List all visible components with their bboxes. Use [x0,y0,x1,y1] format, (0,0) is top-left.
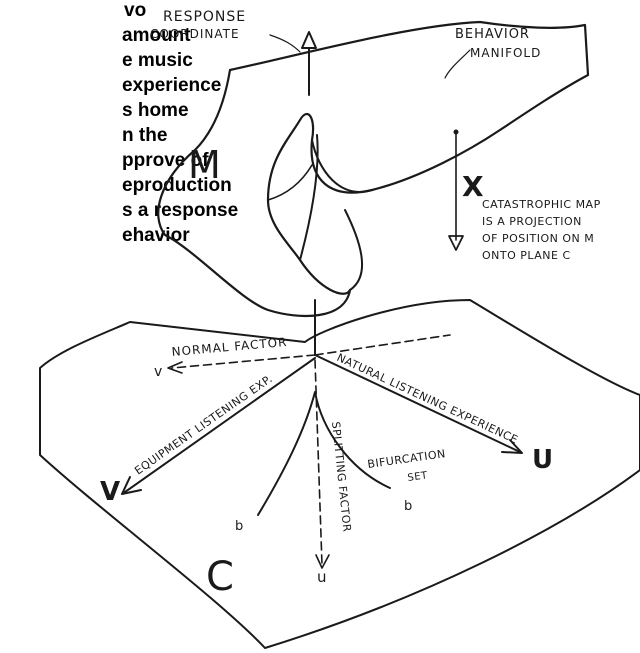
catastrophic-map-line-3: OF POSITION ON M [482,232,594,245]
equipment-listening-label: EQUIPMENT LISTENING EXP. [132,372,275,477]
response-arrowhead [301,31,317,49]
caption-line-6: n the [122,125,167,146]
caption-line-10: ehavior [122,225,190,246]
caption-line-9: s a response [122,200,238,221]
response-coordinate-label-1: RESPONSE [163,9,246,25]
behavior-leader [444,49,471,79]
caption-line-1: vo [124,0,146,21]
u-axis-label: U [532,445,553,475]
response-coordinate-label-2: COORDINATE [150,27,240,41]
bifurcation-set [257,391,391,516]
splitting-factor-label: SPLITTING FACTOR [329,421,354,533]
normal-factor-label: NORMAL FACTOR [171,335,288,359]
caption-line-8: eproduction [122,175,232,196]
x-projection [448,129,464,251]
v-axis-label: V [100,477,120,507]
caption-line-7: pprove of [122,150,209,171]
splitting-factor-axis [314,359,330,569]
plane-c-symbol: C [206,554,234,600]
catastrophic-map-line-1: CATASTROPHIC MAP [482,198,601,211]
caption-line-2: amount [122,25,191,46]
b-left-label: b [235,519,243,534]
normal-factor-v: v [154,364,162,380]
caption-line-3: e music [122,50,193,71]
bifurcation-label-2: SET [407,470,429,484]
catastrophic-map-line-2: IS A PROJECTION [482,215,582,228]
caption-line-5: s home [122,100,189,121]
u-small-label: u [317,568,327,586]
behavior-manifold-label-2: MANIFOLD [470,46,541,60]
manifold-symbol: M [188,143,221,187]
response-leader [269,34,301,53]
x-symbol: X [462,170,484,203]
b-right-label: b [404,499,412,514]
behavior-manifold-label-1: BEHAVIOR [455,27,530,42]
natural-listening-label: NATURAL LISTENING EXPERIENCE [335,351,520,447]
equipment-listening-axis [121,357,316,495]
caption-line-4: experience [122,75,221,96]
natural-listening-axis [314,354,523,454]
catastrophic-map-note: CATASTROPHIC MAP IS A PROJECTION OF POSI… [482,198,601,262]
normal-factor-axis [167,334,451,374]
behavior-manifold [157,20,590,318]
catastrophic-map-line-4: ONTO PLANE C [482,249,571,262]
bifurcation-label-1: BIFURCATION [367,447,447,471]
